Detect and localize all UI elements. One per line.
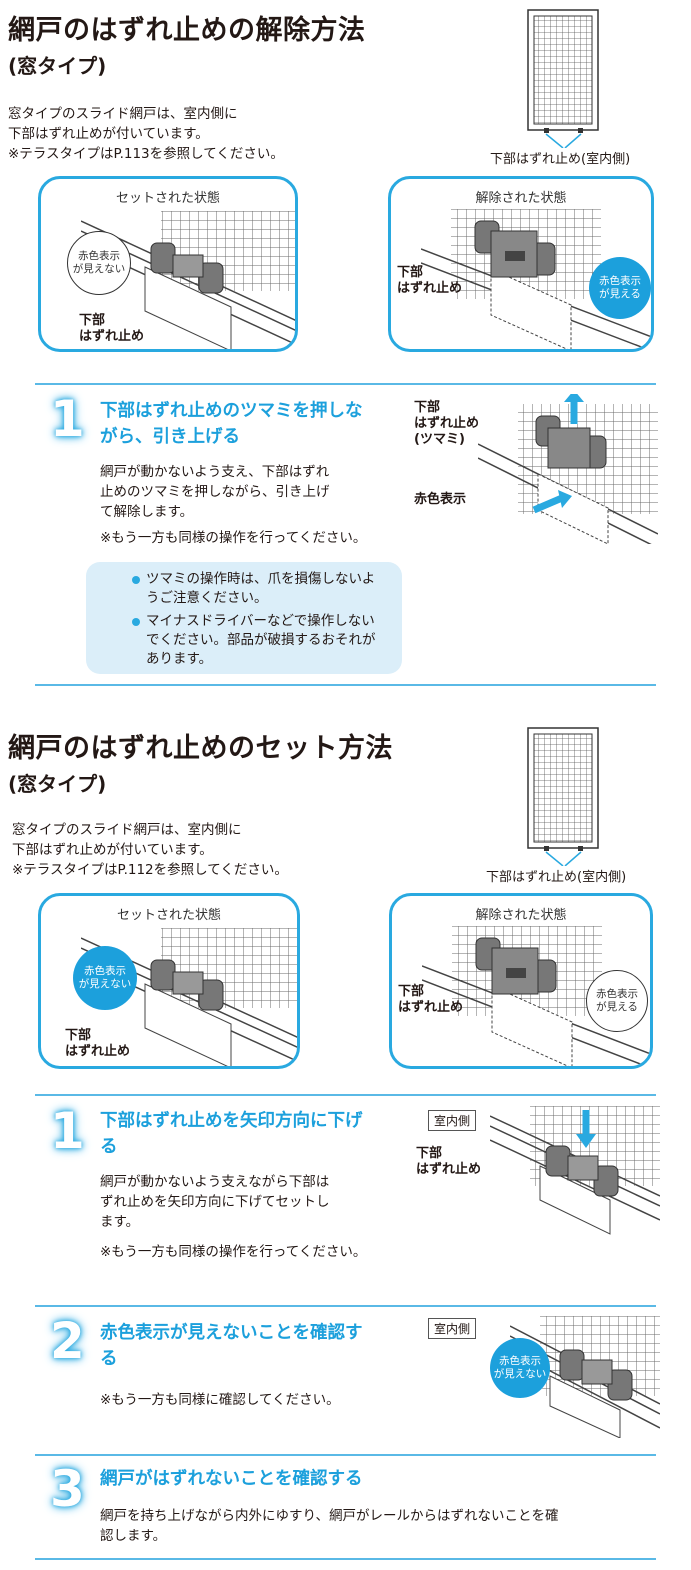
bubble-red-hidden: 赤色表示 が見えない bbox=[490, 1338, 550, 1398]
indoor-side-tag: 室内側 bbox=[428, 1110, 477, 1131]
step-number: 1 bbox=[50, 1102, 85, 1160]
divider bbox=[35, 1558, 656, 1560]
step-body: 網戸を持ち上げながら内外にゆすり、網戸がレールからはずれないことを確 認します。 bbox=[100, 1508, 559, 1544]
stopper-part bbox=[474, 220, 556, 278]
panel-title: セットされた状態 bbox=[115, 191, 220, 206]
step2-illustration bbox=[510, 1316, 660, 1438]
bubble-red-visible: 赤色表示 が見える bbox=[586, 970, 648, 1032]
step-number: 2 bbox=[50, 1312, 85, 1370]
divider bbox=[35, 383, 656, 385]
caution-item: ツマミの操作時は、爪を損傷しないよ うご注意ください。 bbox=[132, 570, 392, 608]
section2-title: 網戸のはずれ止めのセット方法 bbox=[8, 733, 393, 764]
screen-caption: 下部はずれ止め(室内側) bbox=[486, 870, 627, 885]
step-title: 網戸がはずれないことを確認する bbox=[100, 1469, 363, 1489]
panel-title: セットされた状態 bbox=[116, 908, 221, 923]
stopper-label: 下部 はずれ止め bbox=[416, 1146, 482, 1177]
step-title: 下部はずれ止めを矢印方向に下げ る bbox=[100, 1111, 363, 1157]
stopper-label: 下部 はずれ止め bbox=[79, 313, 145, 344]
step-note: ※もう一方も同様の操作を行ってください。 bbox=[100, 530, 367, 546]
stopper-illustration bbox=[81, 928, 297, 1066]
panel-released-state: 解除された状態 赤色表示 が見える 下部 はずれ止め bbox=[388, 176, 654, 352]
step-body: 網戸が動かないよう支え、下部はずれ 止めのツマミを押しながら、引き上げ て解除し… bbox=[100, 464, 330, 520]
stopper-label: 下部 はずれ止め bbox=[397, 265, 463, 296]
section1-subtitle: (窓タイプ) bbox=[8, 54, 107, 78]
section1-title: 網戸のはずれ止めの解除方法 bbox=[8, 15, 366, 46]
panel-set-state: セットされた状態 赤色表示 が見えない 下部 はずれ止め bbox=[38, 893, 300, 1069]
step1-illustration bbox=[478, 394, 658, 544]
caution-box: ツマミの操作時は、爪を損傷しないよ うご注意ください。 マイナスドライバーなどで… bbox=[86, 562, 402, 674]
panel-released-state: 解除された状態 赤色表示 が見える 下部 はずれ止め bbox=[389, 893, 653, 1069]
divider bbox=[35, 1094, 656, 1096]
stopper-illustration bbox=[81, 211, 295, 349]
step-title: 赤色表示が見えないことを確認す る bbox=[100, 1323, 363, 1369]
step-note: ※もう一方も同様に確認してください。 bbox=[100, 1392, 340, 1408]
stopper-part bbox=[150, 242, 224, 294]
step1-set-illustration bbox=[490, 1106, 660, 1235]
screen-door-diagram bbox=[527, 727, 599, 866]
divider bbox=[35, 684, 656, 686]
step-number: 1 bbox=[50, 390, 85, 448]
stopper-illustration bbox=[421, 209, 651, 349]
screen-caption: 下部はずれ止め(室内側) bbox=[490, 152, 631, 167]
stopper-illustration bbox=[422, 926, 650, 1066]
step-body: 網戸が動かないよう支えながら下部は ずれ止めを矢印方向に下げてセットし ます。 bbox=[100, 1174, 330, 1230]
stopper-label: 下部 はずれ止め bbox=[398, 984, 464, 1015]
divider bbox=[35, 1454, 656, 1456]
section2-subtitle: (窓タイプ) bbox=[8, 772, 107, 796]
step-title: 下部はずれ止めのツマミを押しな がら、引き上げる bbox=[100, 401, 363, 447]
step-number: 3 bbox=[50, 1460, 85, 1518]
caution-item: マイナスドライバーなどで操作しない でください。部品が破損するおそれが あります… bbox=[132, 612, 392, 669]
bubble-red-visible: 赤色表示 が見える bbox=[589, 257, 651, 319]
section2-intro: 窓タイプのスライド網戸は、室内側に 下部はずれ止めが付いています。 ※テラスタイ… bbox=[12, 822, 288, 878]
step-note: ※もう一方も同様の操作を行ってください。 bbox=[100, 1244, 367, 1260]
screen-door-diagram bbox=[527, 9, 599, 148]
stopper-label: 下部 はずれ止め bbox=[65, 1028, 131, 1059]
panel-set-state: セットされた状態 赤色表示 が見えない 下部 はずれ止め bbox=[38, 176, 298, 352]
red-indicator-label: 赤色表示 bbox=[414, 492, 467, 507]
knob-label: 下部 はずれ止め (ツマミ) bbox=[414, 400, 480, 447]
panel-title: 解除された状態 bbox=[475, 908, 567, 923]
bubble-red-hidden: 赤色表示 が見えない bbox=[67, 231, 131, 295]
panel-title: 解除された状態 bbox=[475, 191, 567, 206]
divider bbox=[35, 1305, 656, 1307]
bubble-red-hidden: 赤色表示 が見えない bbox=[73, 946, 137, 1010]
section1-intro: 窓タイプのスライド網戸は、室内側に 下部はずれ止めが付いています。 ※テラスタイ… bbox=[8, 106, 284, 162]
indoor-side-tag: 室内側 bbox=[428, 1318, 477, 1339]
